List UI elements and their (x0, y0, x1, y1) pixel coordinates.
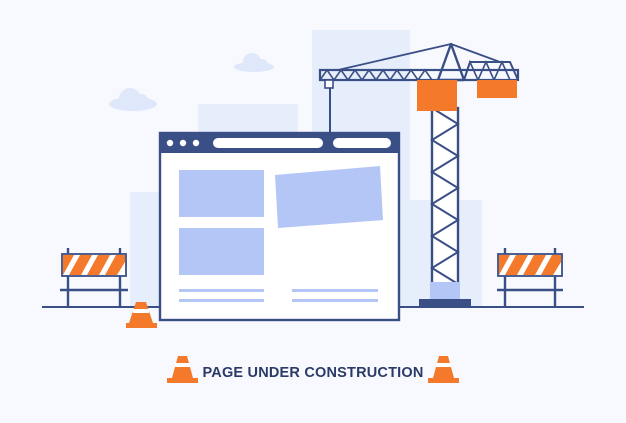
hanging-content-block (275, 166, 383, 228)
traffic-cone-icon (126, 302, 157, 328)
window-dot-icon (192, 139, 200, 147)
browser-window-icon (158, 131, 401, 322)
page-under-construction-title: PAGE UNDER CONSTRUCTION (202, 365, 424, 381)
text-line (292, 289, 378, 292)
text-line (179, 289, 264, 292)
window-dot-icon (179, 139, 187, 147)
cloud-icon-small (234, 53, 274, 72)
traffic-cone-icon (167, 356, 198, 383)
content-block (179, 170, 264, 217)
address-bar (213, 138, 323, 148)
window-dot-icon (166, 139, 174, 147)
text-line (292, 299, 378, 302)
crane-icon (318, 42, 520, 308)
road-barrier-icon (497, 248, 563, 307)
cloud-icon (109, 88, 157, 111)
address-bar-side (333, 138, 391, 148)
content-block (179, 228, 264, 275)
caption: PAGE UNDER CONSTRUCTION (0, 364, 626, 382)
text-line (179, 299, 264, 302)
road-barrier-icon (60, 248, 128, 307)
traffic-cone-icon (428, 356, 459, 383)
